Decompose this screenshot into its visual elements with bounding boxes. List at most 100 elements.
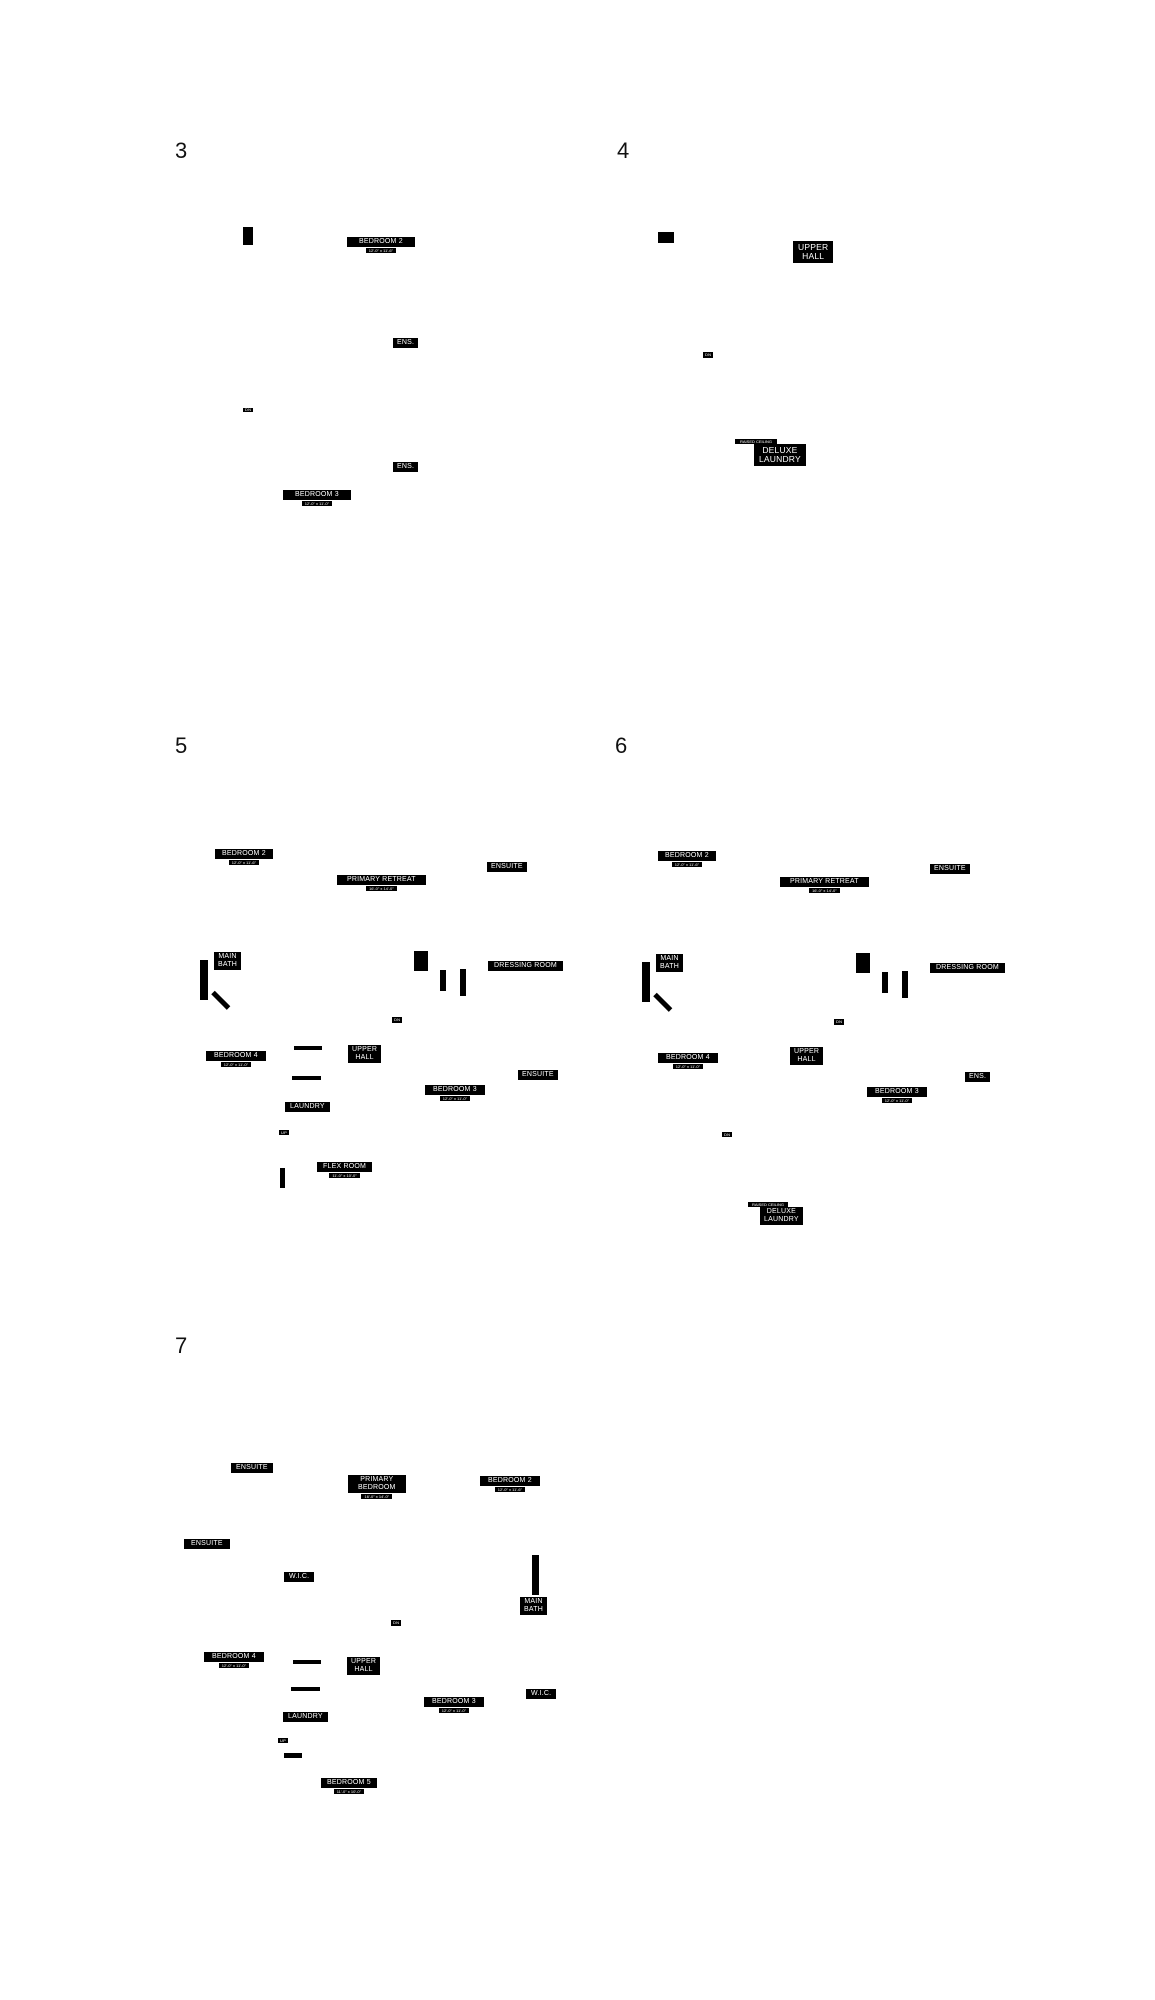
room-label-laundry: LAUNDRY <box>283 1712 328 1722</box>
room-name: ENSUITE <box>518 1070 558 1080</box>
stair-text: DN <box>392 1017 403 1023</box>
room-label-ensuite: ENSUITE <box>487 862 527 872</box>
panel-number: 3 <box>175 138 188 163</box>
vertical-note-marker <box>532 1555 539 1595</box>
room-label-deluxe-laundry: DELUXE LAUNDRY <box>760 1207 803 1225</box>
diagonal-note-marker <box>653 992 673 1012</box>
ceiling-note: RAISED CEILING <box>748 1201 789 1207</box>
room-label-ensuite: ENSUITE <box>930 864 970 874</box>
dark-marker <box>243 227 253 245</box>
room-label-bedroom-3: BEDROOM 3 12'-0" x 11'-0" <box>867 1087 927 1103</box>
room-label-bedroom-3: BEDROOM 3 12'-0" x 11'-0" <box>283 490 351 506</box>
room-name: DRESSING ROOM <box>930 963 1005 973</box>
room-dimension: 11'-0" x 10'-0" <box>329 1173 360 1178</box>
vertical-note-marker <box>902 971 908 998</box>
room-name: W.I.C. <box>526 1689 557 1699</box>
room-name: PRIMARY RETREAT <box>337 875 426 885</box>
floor-plan-panel-5: 5 BEDROOM 2 12'-0" x 11'-6" PRIMARY RETR… <box>175 735 595 1255</box>
room-name: ENSUITE <box>930 864 970 874</box>
room-label-bedroom-2: BEDROOM 2 12'-0" x 11'-6" <box>658 851 716 867</box>
room-dimension: 16'-0" x 14'-0" <box>366 886 397 891</box>
room-name: BEDROOM 4 <box>204 1652 264 1662</box>
room-label-ens: ENS. <box>965 1072 991 1082</box>
room-label-laundry: LAUNDRY <box>285 1102 330 1112</box>
room-dimension: 12'-0" x 11'-0" <box>218 1663 250 1668</box>
floor-plan-panel-7: 7 ENSUITE PRIMARY BEDROOM 16'-0" x 14'-0… <box>175 1335 595 1855</box>
stair-label-dn: DN <box>722 1132 733 1137</box>
stair-label-dn: DN <box>834 1019 845 1025</box>
room-label-upper-hall: UPPER HALL <box>790 1047 824 1065</box>
room-name: BEDROOM 4 <box>658 1053 718 1063</box>
room-dimension: 12'-0" x 11'-0" <box>881 1098 913 1103</box>
room-name: LAUNDRY <box>285 1102 330 1112</box>
room-dimension: 12'-0" x 11'-0" <box>439 1096 471 1101</box>
room-dimension: 12'-0" x 11'-0" <box>220 1062 252 1067</box>
room-dimension: 12'-0" x 11'-6" <box>671 862 703 867</box>
room-name: BEDROOM 2 <box>347 237 415 247</box>
room-name: BEDROOM 3 <box>424 1697 484 1707</box>
room-dimension: 12'-0" x 11'-6" <box>228 860 260 865</box>
room-label-bedroom-5: BEDROOM 5 11'-0" x 10'-0" <box>321 1778 377 1794</box>
room-label-primary-retreat: PRIMARY RETREAT 16'-0" x 14'-0" <box>780 877 869 893</box>
panel-number: 6 <box>615 733 628 758</box>
stair-text: UP <box>279 1130 289 1135</box>
room-name: UPPER HALL <box>348 1045 382 1063</box>
ceiling-note-text: RAISED CEILING <box>748 1202 789 1207</box>
panel-number: 5 <box>175 733 188 758</box>
room-name: UPPER HALL <box>793 241 834 263</box>
room-label-bedroom-4: BEDROOM 4 12'-0" x 11'-0" <box>658 1053 718 1069</box>
room-name: DELUXE LAUNDRY <box>754 444 806 466</box>
vertical-note-marker <box>882 972 888 993</box>
room-name: MAIN BATH <box>656 954 683 972</box>
room-label-bedroom-2: BEDROOM 2 12'-0" x 11'-6" <box>215 849 273 865</box>
room-label-main-bath: MAIN BATH <box>214 952 241 970</box>
room-dimension: 16'-0" x 14'-0" <box>809 888 840 893</box>
room-name: FLEX ROOM <box>317 1162 373 1172</box>
room-name: PRIMARY RETREAT <box>780 877 869 887</box>
room-dimension: 12'-0" x 11'-0" <box>672 1064 704 1069</box>
room-name: BEDROOM 2 <box>658 851 716 861</box>
room-name: ENS. <box>393 462 419 472</box>
ceiling-note: RAISED CEILING <box>735 438 778 444</box>
closet-note-marker <box>284 1753 302 1758</box>
room-dimension: 12'-0" x 11'-0" <box>301 501 333 506</box>
room-name: BEDROOM 5 <box>321 1778 377 1788</box>
room-dimension: 12'-0" x 11'-6" <box>365 248 397 253</box>
room-name: ENS. <box>393 338 419 348</box>
stair-text: DN <box>391 1620 402 1626</box>
room-label-ens: ENS. <box>393 338 419 348</box>
room-label-primary-retreat: PRIMARY RETREAT 16'-0" x 14'-0" <box>337 875 426 891</box>
room-name: DRESSING ROOM <box>488 961 563 971</box>
room-label-deluxe-laundry: DELUXE LAUNDRY <box>754 444 806 466</box>
stair-label-dn: DN <box>703 352 714 358</box>
closet-note-marker <box>292 1076 321 1080</box>
room-dimension: 12'-0" x 11'-6" <box>494 1487 526 1492</box>
room-dimension: 12'-0" x 11'-0" <box>438 1708 470 1713</box>
floor-plan-panel-4: 4 UPPER HALL DN RAISED CEILING DELUXE LA… <box>617 140 1037 660</box>
room-name: W.I.C. <box>284 1572 315 1582</box>
room-label-bedroom-2: BEDROOM 2 12'-0" x 11'-6" <box>480 1476 540 1492</box>
closet-note-marker <box>293 1660 321 1664</box>
room-label-bedroom-3: BEDROOM 3 12'-0" x 11'-0" <box>424 1697 484 1713</box>
vertical-note-marker <box>200 960 208 1000</box>
room-name: PRIMARY BEDROOM <box>348 1475 406 1493</box>
room-label-dressing-room: DRESSING ROOM <box>930 963 1005 973</box>
closet-note-marker <box>294 1046 322 1050</box>
vertical-note-marker <box>414 951 428 971</box>
room-label-ensuite: ENSUITE <box>231 1463 273 1473</box>
room-name: MAIN BATH <box>214 952 241 970</box>
stair-text: DN <box>722 1132 733 1137</box>
room-label-flex-room: FLEX ROOM 11'-0" x 10'-0" <box>317 1162 373 1178</box>
room-name: MAIN BATH <box>520 1597 547 1615</box>
stair-label-dn: DN <box>243 408 254 412</box>
vertical-note-marker <box>642 962 650 1002</box>
room-dimension: 11'-0" x 10'-0" <box>333 1789 365 1794</box>
stair-label-dn: DN <box>391 1620 402 1626</box>
room-label-primary-bedroom: PRIMARY BEDROOM 16'-0" x 14'-0" <box>348 1475 406 1499</box>
room-name: ENS. <box>965 1072 991 1082</box>
room-dimension: 16'-0" x 14'-0" <box>361 1494 393 1499</box>
stair-text: DN <box>834 1019 845 1025</box>
room-label-main-bath: MAIN BATH <box>656 954 683 972</box>
room-label-ensuite: ENSUITE <box>184 1539 230 1549</box>
room-label-ens: ENS. <box>393 462 419 472</box>
